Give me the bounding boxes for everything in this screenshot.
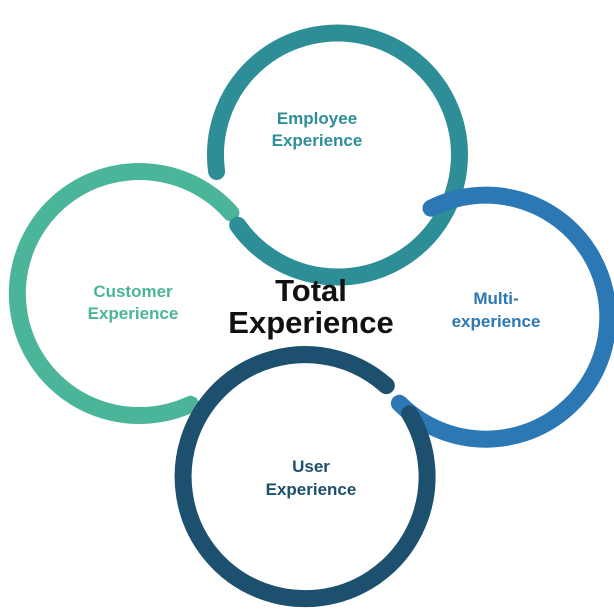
center-title-line1: Total [275,273,347,308]
multi-label-line2: experience [452,312,541,331]
employee-label-line2: Experience [272,131,363,150]
employee-label-line1: Employee [277,109,357,128]
user-experience-ring [174,346,436,608]
user-label-line2: Experience [266,480,357,499]
multi-experience-ring [390,186,614,448]
customer-label-line1: Customer [93,282,173,301]
customer-label-line2: Experience [88,304,179,323]
user-label-line1: User [292,457,330,476]
center-title-line2: Experience [228,305,393,340]
employee-experience-ring [206,24,468,286]
multi-label-line1: Multi- [473,289,518,308]
customer-experience-ring [8,163,240,425]
